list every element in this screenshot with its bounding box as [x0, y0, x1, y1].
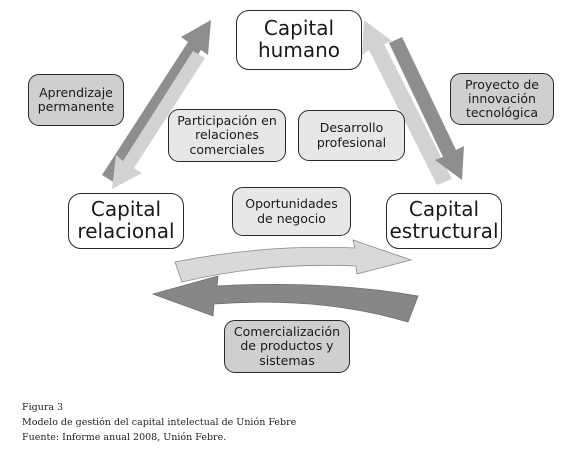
arrow-humano-to-relacional — [112, 51, 205, 189]
box-proyecto-innovacion: Proyecto de innovación tecnológica — [450, 73, 554, 125]
arrow-relacional-to-estructural — [174, 239, 413, 283]
node-capital-relacional: Capital relacional — [68, 193, 184, 249]
figure-source: Fuente: Informe anual 2008, Unión Febre. — [22, 432, 227, 443]
figure-title: Modelo de gestión del capital intelectua… — [22, 417, 297, 428]
box-oportunidades-negocio: Oportunidades de negocio — [232, 187, 351, 236]
arrow-estructural-to-relacional — [151, 275, 419, 323]
node-capital-estructural: Capital estructural — [386, 193, 502, 249]
box-participacion-relaciones: Participación en relaciones comerciales — [168, 109, 286, 162]
box-comercializacion: Comercialización de productos y sistemas — [224, 320, 350, 373]
figure-label: Figura 3 — [22, 402, 64, 413]
arrow-humano-to-estructural — [389, 37, 464, 180]
arrow-relacional-to-humano — [102, 20, 211, 183]
box-desarrollo-profesional: Desarrollo profesional — [298, 110, 405, 161]
box-aprendizaje-permanente: Aprendizaje permanente — [28, 74, 124, 126]
node-capital-humano: Capital humano — [236, 10, 362, 70]
arrow-estructural-to-humano — [362, 20, 452, 185]
